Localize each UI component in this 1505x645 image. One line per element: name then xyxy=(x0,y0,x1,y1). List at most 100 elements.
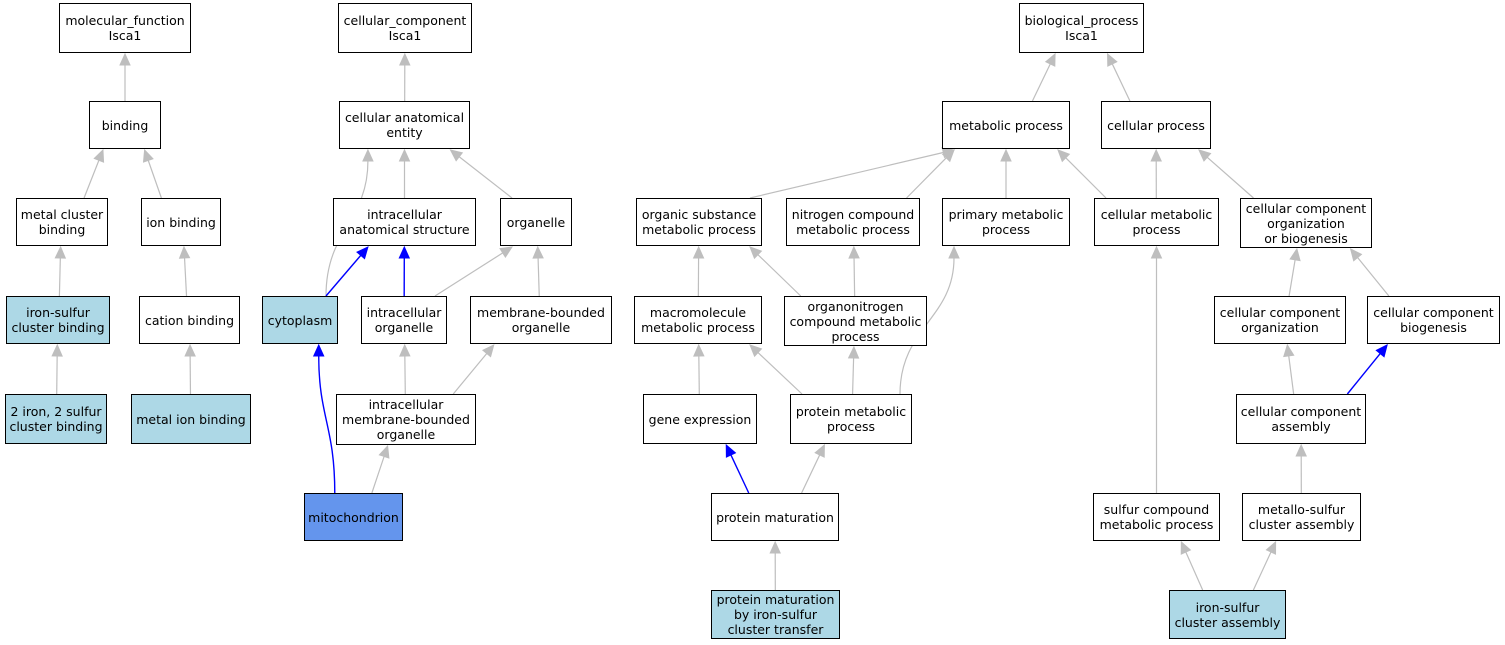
arrowhead-ion_binding-to-binding xyxy=(142,148,154,163)
edge-mitochondrion-to-cytoplasm xyxy=(318,355,336,494)
node-molecular-function-root[interactable]: molecular_function Isca1 xyxy=(59,3,191,53)
arrowhead-mitochondrion-to-cytoplasm xyxy=(312,343,325,357)
edge-iron_sulfur_cluster_assembly-to-sulfur_compound_metabolic_process xyxy=(1185,551,1204,591)
arrowhead-two_iron_two_sulfur-to-iron_sulfur_cluster_binding xyxy=(51,343,63,357)
arrowhead-protein_maturation-to-protein_metabolic_process xyxy=(814,443,825,458)
arrowhead-cation_binding-to-ion_binding xyxy=(178,245,191,259)
arrowhead-metabolic_process-to-bp_root xyxy=(1044,52,1056,67)
node-cellular-component-assembly[interactable]: cellular component assembly xyxy=(1236,394,1366,444)
arrowhead-cc_assembly-to-cc_organization xyxy=(1283,343,1295,358)
node-mitochondrion[interactable]: mitochondrion xyxy=(304,493,403,541)
node-iron-sulfur-cluster-assembly[interactable]: iron-sulfur cluster assembly xyxy=(1169,590,1286,639)
edge-cc_biogenesis-to-cc_organization_or_biogenesis xyxy=(1357,257,1390,297)
edge-metal_cluster_binding-to-binding xyxy=(83,160,100,199)
node-primary-metabolic-process[interactable]: primary metabolic process xyxy=(942,198,1070,246)
node-cellular-component-biogenesis[interactable]: cellular component biogenesis xyxy=(1367,296,1500,344)
node-macromolecule-metabolic-process[interactable]: macromolecule metabolic process xyxy=(634,296,762,344)
edge-intracellular_membrane_bounded_organelle-to-membrane_bounded_organelle xyxy=(452,353,488,395)
node-cation-binding[interactable]: cation binding xyxy=(139,296,240,344)
arrowhead-metallo_sulfur_cluster_assembly-to-cc_assembly xyxy=(1295,443,1307,457)
node-cellular-component-organization[interactable]: cellular component organization xyxy=(1214,296,1346,344)
node-cellular-anatomical-entity[interactable]: cellular anatomical entity xyxy=(339,101,470,149)
edge-iron_sulfur_cluster_assembly-to-metallo_sulfur_cluster_assembly xyxy=(1252,551,1272,591)
arrowhead-protein_metabolic_process-to-macromolecule_metabolic_process xyxy=(749,344,763,358)
node-sulfur-compound-metabolic-process[interactable]: sulfur compound metabolic process xyxy=(1093,493,1220,541)
arrowhead-organelle-to-cellular_anatomical_entity xyxy=(449,149,464,162)
edge-nitrogen_compound_metabolic_process-to-metabolic_process xyxy=(906,157,947,199)
edge-organonitrogen_compound_metabolic_process-to-organic_substance_metabolic_process xyxy=(757,254,802,297)
edge-mitochondrion-to-intracellular_membrane_bounded_organelle xyxy=(371,456,385,494)
edge-cytoplasm-to-intracellular_anatomical_structure xyxy=(325,254,362,297)
arrowhead-cellular_metabolic_process-to-metabolic_process xyxy=(1057,149,1071,163)
node-organic-substance-metabolic-process[interactable]: organic substance metabolic process xyxy=(636,198,762,246)
node-ion-binding[interactable]: ion binding xyxy=(141,198,221,246)
node-membrane-bounded-organelle[interactable]: membrane-bounded organelle xyxy=(470,296,612,344)
arrowhead-cellular_metabolic_process-to-cellular_process xyxy=(1150,148,1162,162)
arrowhead-cc_organization_or_biogenesis-to-cellular_process xyxy=(1198,149,1212,162)
edge-membrane_bounded_organelle-to-organelle xyxy=(537,257,540,297)
node-intracellular-anatomical-structure[interactable]: intracellular anatomical structure xyxy=(333,198,476,246)
arrowhead-organonitrogen_compound_metabolic_process-to-organic_substance_metabolic_process xyxy=(749,246,763,260)
node-iron-sulfur-cluster-binding[interactable]: iron-sulfur cluster binding xyxy=(6,296,110,344)
node-protein-metabolic-process[interactable]: protein metabolic process xyxy=(790,394,912,444)
edge-protein_metabolic_process-to-organonitrogen_compound_metabolic_process xyxy=(851,357,855,395)
edge-protein_maturation-to-protein_metabolic_process xyxy=(801,454,821,494)
edge-cc_organization-to-cc_organization_or_biogenesis xyxy=(1288,259,1296,297)
arrowhead-mitochondrion-to-intracellular_membrane_bounded_organelle xyxy=(378,444,390,459)
arrowhead-protein_metabolic_process-to-organonitrogen_compound_metabolic_process xyxy=(847,345,860,359)
node-cellular-component-root[interactable]: cellular_component Isca1 xyxy=(338,3,472,53)
node-2-iron-2-sulfur-cluster-binding[interactable]: 2 iron, 2 sulfur cluster binding xyxy=(5,394,107,444)
node-protein-maturation[interactable]: protein maturation xyxy=(711,493,839,541)
edge-protein_metabolic_process-to-primary_metabolic_process xyxy=(899,257,955,395)
edge-intracellular_organelle-to-organelle xyxy=(434,252,504,297)
edge-organic_substance_metabolic_process-to-metabolic_process xyxy=(749,151,944,199)
edge-organonitrogen_compound_metabolic_process-to-nitrogen_compound_metabolic_process xyxy=(853,257,856,297)
node-cytoplasm[interactable]: cytoplasm xyxy=(262,296,338,344)
node-cellular-component-organization-or-biogenesis[interactable]: cellular component organization or bioge… xyxy=(1240,198,1372,248)
arrowhead-iron_sulfur_cluster_assembly-to-sulfur_compound_metabolic_process xyxy=(1180,540,1192,555)
arrowhead-intracellular_membrane_bounded_organelle-to-intracellular_organelle xyxy=(399,343,411,357)
node-organonitrogen-compound-metabolic-process[interactable]: organonitrogen compound metabolic proces… xyxy=(784,296,927,346)
node-nitrogen-compound-metabolic-process[interactable]: nitrogen compound metabolic process xyxy=(786,198,920,246)
edge-protein_metabolic_process-to-macromolecule_metabolic_process xyxy=(757,352,803,395)
arrowhead-intracellular_organelle-to-intracellular_anatomical_structure xyxy=(398,245,411,259)
node-biological-process-root[interactable]: biological_process Isca1 xyxy=(1019,3,1144,53)
node-metal-ion-binding[interactable]: metal ion binding xyxy=(131,394,251,444)
node-metal-cluster-binding[interactable]: metal cluster binding xyxy=(16,198,108,246)
arrowhead-membrane_bounded_organelle-to-organelle xyxy=(532,245,544,259)
node-gene-expression[interactable]: gene expression xyxy=(643,394,757,444)
edge-cellular_metabolic_process-to-metabolic_process xyxy=(1065,157,1107,199)
edge-metabolic_process-to-bp_root xyxy=(1031,63,1051,102)
arrowhead-cellular_anatomical_entity-to-cc_root xyxy=(399,52,411,66)
arrowhead-intracellular_organelle-to-organelle xyxy=(499,246,514,259)
edge-cc_assembly-to-cc_biogenesis xyxy=(1346,353,1381,395)
node-organelle[interactable]: organelle xyxy=(500,198,572,246)
arrowhead-sulfur_compound_metabolic_process-to-cellular_metabolic_process xyxy=(1150,245,1163,259)
edge-iron_sulfur_cluster_binding-to-metal_cluster_binding xyxy=(58,257,61,297)
arrowhead-cc_assembly-to-cc_biogenesis xyxy=(1375,344,1388,358)
arrowhead-cc_organization-to-cc_organization_or_biogenesis xyxy=(1289,247,1301,262)
arrowhead-protein_maturation_by_fes_transfer-to-protein_maturation xyxy=(769,540,781,554)
arrowhead-protein_metabolic_process-to-primary_metabolic_process xyxy=(948,245,960,259)
arrowhead-iron_sulfur_cluster_binding-to-metal_cluster_binding xyxy=(54,245,67,259)
arrowhead-macromolecule_metabolic_process-to-organic_substance_metabolic_process xyxy=(692,245,705,259)
arrowhead-metal_ion_binding-to-cation_binding xyxy=(184,343,196,357)
node-metabolic-process[interactable]: metabolic process xyxy=(942,101,1070,149)
node-binding[interactable]: binding xyxy=(89,101,161,149)
arrowhead-primary_metabolic_process-to-metabolic_process xyxy=(1000,148,1012,162)
node-metallo-sulfur-cluster-assembly[interactable]: metallo-sulfur cluster assembly xyxy=(1242,493,1361,541)
node-cellular-process[interactable]: cellular process xyxy=(1101,101,1211,149)
edge-cc_assembly-to-cc_organization xyxy=(1288,355,1295,395)
edge-cc_organization_or_biogenesis-to-cellular_process xyxy=(1206,156,1254,199)
node-cellular-metabolic-process[interactable]: cellular metabolic process xyxy=(1094,198,1219,246)
edge-ion_binding-to-binding xyxy=(147,160,162,199)
arrowhead-gene_expression-to-macromolecule_metabolic_process xyxy=(693,343,705,357)
arrowhead-metal_cluster_binding-to-binding xyxy=(93,148,105,163)
arrowhead-cytoplasm-to-intracellular_anatomical_structure xyxy=(356,246,369,260)
node-intracellular-membrane-bounded-organelle[interactable]: intracellular membrane-bounded organelle xyxy=(336,394,476,445)
arrowhead-iron_sulfur_cluster_assembly-to-metallo_sulfur_cluster_assembly xyxy=(1265,540,1277,555)
node-protein-maturation-by-iron-sulfur-cluster-transfer[interactable]: protein maturation by iron-sulfur cluste… xyxy=(711,590,840,639)
node-intracellular-organelle[interactable]: intracellular organelle xyxy=(361,296,447,344)
